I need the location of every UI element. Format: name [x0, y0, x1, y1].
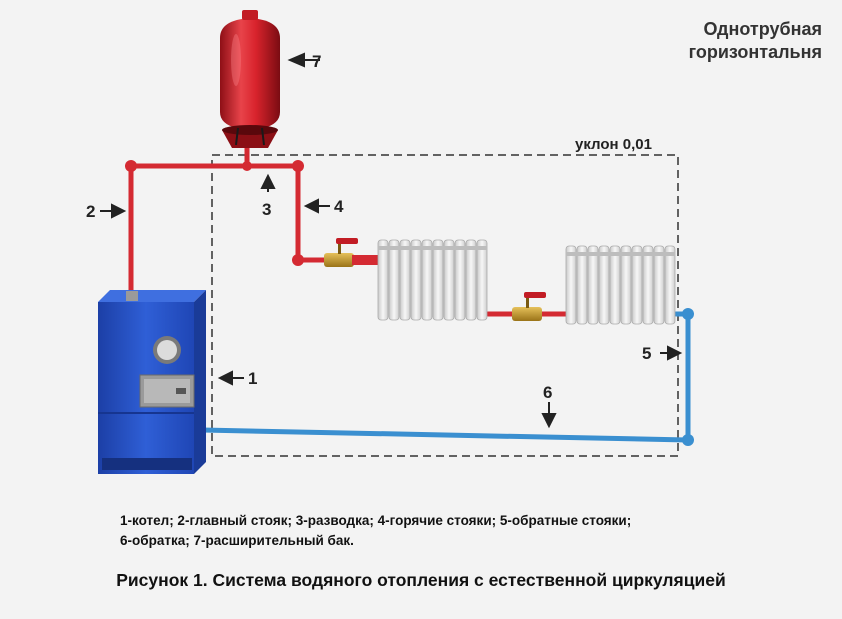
valve-2 — [512, 292, 546, 321]
slope-boundary — [211, 154, 679, 457]
radiator-section — [410, 239, 422, 321]
diagram-title: Однотрубная горизонтальня — [602, 18, 822, 64]
title-line-1: Однотрубная — [703, 19, 823, 39]
callout-arrows — [100, 52, 683, 429]
radiator-section — [587, 245, 599, 325]
radiator-section — [576, 245, 588, 325]
supply-joints — [125, 160, 304, 266]
callout-7: 7 — [312, 52, 321, 71]
callout-6: 6 — [543, 383, 552, 402]
return-joints — [682, 308, 694, 446]
radiator-section — [476, 239, 488, 321]
figure-caption: Рисунок 1. Система водяного отопления с … — [116, 570, 726, 590]
radiator-manifold — [378, 246, 487, 250]
radiator-section — [631, 245, 643, 325]
radiator-section — [388, 239, 400, 321]
legend-line-2: 6-обратка; 7-расширительный бак. — [120, 533, 354, 548]
callout-5: 5 — [642, 344, 651, 363]
legend: 1-котел; 2-главный стояк; 3-разводка; 4-… — [120, 511, 780, 551]
callout-2: 2 — [86, 202, 95, 221]
radiator-section — [421, 239, 433, 321]
return-main-pipe — [199, 427, 691, 443]
radiator-section — [642, 245, 654, 325]
valve-1 — [324, 238, 378, 267]
radiator-section — [377, 239, 389, 321]
radiator-section — [598, 245, 610, 325]
boiler — [98, 290, 206, 474]
radiator-section — [620, 245, 632, 325]
expansion-tank — [220, 10, 280, 148]
radiator-section — [432, 239, 444, 321]
radiator-section — [664, 245, 676, 325]
radiator-section — [399, 239, 411, 321]
return-pipes — [199, 311, 691, 443]
radiator-manifold — [566, 252, 675, 256]
radiator-section — [454, 239, 466, 321]
hot-riser-pipe — [295, 163, 338, 263]
radiator-2 — [565, 245, 676, 325]
radiator-section — [609, 245, 621, 325]
title-line-2: горизонтальня — [688, 42, 822, 62]
radiator-section — [443, 239, 455, 321]
legend-line-1: 1-котел; 2-главный стояк; 3-разводка; 4-… — [120, 513, 632, 528]
slope-label: уклон 0,01 — [575, 136, 652, 153]
radiator-section — [653, 245, 665, 325]
supply-pipes — [128, 139, 571, 317]
callout-1: 1 — [248, 369, 257, 388]
radiator-section — [565, 245, 577, 325]
callout-4: 4 — [334, 197, 344, 216]
radiator-1 — [377, 239, 488, 321]
callout-3: 3 — [262, 200, 271, 219]
radiator-section — [465, 239, 477, 321]
